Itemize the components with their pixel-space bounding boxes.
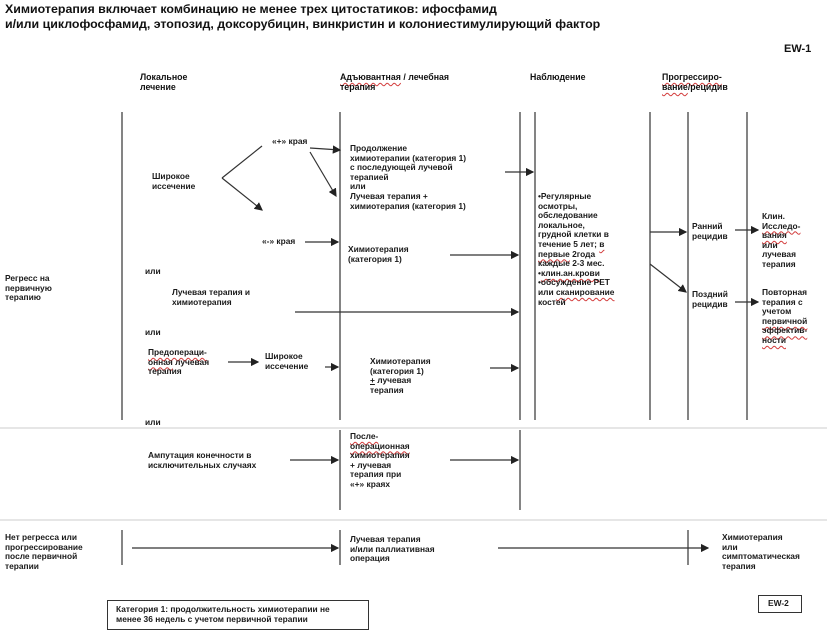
node-chemo-radio-c: лучевая терапия [370, 375, 412, 395]
node-chemo-radio: Химиотерапия (категория 1) + лучевая тер… [370, 356, 431, 395]
next-page-box[interactable]: EW-2 [758, 595, 802, 613]
clin-c: или лучевая терапия [762, 239, 796, 269]
node-late-relapse: Поздний рецидив [692, 289, 728, 309]
node-repeat-therapy: Повторная терапия с учетом первичной эфф… [762, 287, 808, 346]
repeat-b: первичной эффектив- ности [762, 315, 808, 345]
node-wide-excision-2: Широкое иссечение [265, 351, 309, 371]
node-wide-excision: Широкое иссечение [152, 171, 196, 191]
obs-text-2: в первые [538, 238, 605, 259]
node-or-3: или [145, 417, 161, 427]
page-title: Химиотерапия включает комбинацию не мене… [5, 2, 601, 31]
node-or-2: или [145, 327, 161, 337]
clin-b: Исследо- вания [762, 220, 801, 241]
node-chemo-cat1: Химиотерапия (категория 1) [348, 244, 409, 264]
clin-a: Клин. [762, 211, 785, 221]
category-note: Категория 1: продолжительность химиотера… [116, 604, 330, 624]
page-code: EW-1 [784, 43, 812, 55]
column-header-adjuvant: Адъювантная / лечебная терапия [340, 72, 449, 92]
column-header-adjuvant-rest: / лечебная терапия [340, 72, 450, 92]
column-header-local: Локальное лечение [140, 72, 188, 92]
obs-text-1: •Регулярные осмотры, обследование локаль… [538, 191, 609, 249]
column-header-observation: Наблюдение [530, 72, 586, 82]
node-or-1: или [145, 266, 161, 276]
node-margins-positive: «+» края [272, 136, 308, 146]
obs-text-3: 2года каждые 2-3 мес. • [538, 248, 605, 278]
node-postop-rest: химиотерапия + лучевая терапия при «+» к… [350, 450, 410, 489]
obs-text-6: сканирование [555, 286, 615, 297]
node-postop-marked: После- операционная [350, 431, 410, 451]
obs-text-4: клин.ан.крови [540, 267, 600, 278]
node-postop: После- операционная химиотерапия + лучев… [350, 431, 410, 490]
node-continue-chemo: Продолжение химиотерапии (категория 1) с… [350, 143, 467, 211]
node-regress: Регресс на первичную терапию [5, 273, 52, 303]
node-preop-radio-marked: Предопераци- онная [148, 347, 207, 367]
node-rt-palliative: Лучевая терапия и/или паллиативная опера… [350, 534, 435, 564]
next-page-link[interactable]: EW-2 [768, 598, 789, 608]
node-chemo-radio-plus: + [370, 375, 375, 386]
obs-text-7: костей [538, 296, 566, 307]
node-preop-radio: Предопераци- онная лучевая терапия [148, 347, 210, 377]
node-chemo-radio-a: Химиотерапия (категория 1) [370, 356, 431, 376]
column-header-progression-marked: Прогрессиро- вание [662, 72, 722, 92]
repeat-a: Повторная терапия с учетом [762, 287, 807, 317]
node-early-relapse: Ранний рецидив [692, 221, 728, 241]
column-header-progression-rest: /рецидив [687, 82, 728, 92]
node-clinical-trials: Клин. Исследо- вания или лучевая терапия [762, 211, 801, 270]
column-header-adjuvant-marked: Адъювантная [340, 72, 401, 82]
node-amputation: Ампутация конечности в исключительных сл… [148, 450, 257, 470]
obs-text-5: •обсуждение PET или [538, 277, 610, 297]
column-header-progression: Прогрессиро- вание/рецидив [662, 72, 728, 92]
node-chemo-symptomatic: Химиотерапия или симптоматическая терапи… [722, 532, 800, 571]
node-no-regress: Нет регресса или прогрессирование после … [5, 532, 83, 571]
category-note-box: Категория 1: продолжительность химиотера… [107, 600, 369, 630]
node-observation-plan: •Регулярные осмотры, обследование локаль… [538, 191, 648, 307]
node-margins-negative: «-» края [262, 236, 296, 246]
node-preop-radio-rest: лучевая терапия [148, 356, 210, 377]
node-radio-chemo: Лучевая терапия и химиотерапия [172, 287, 251, 307]
